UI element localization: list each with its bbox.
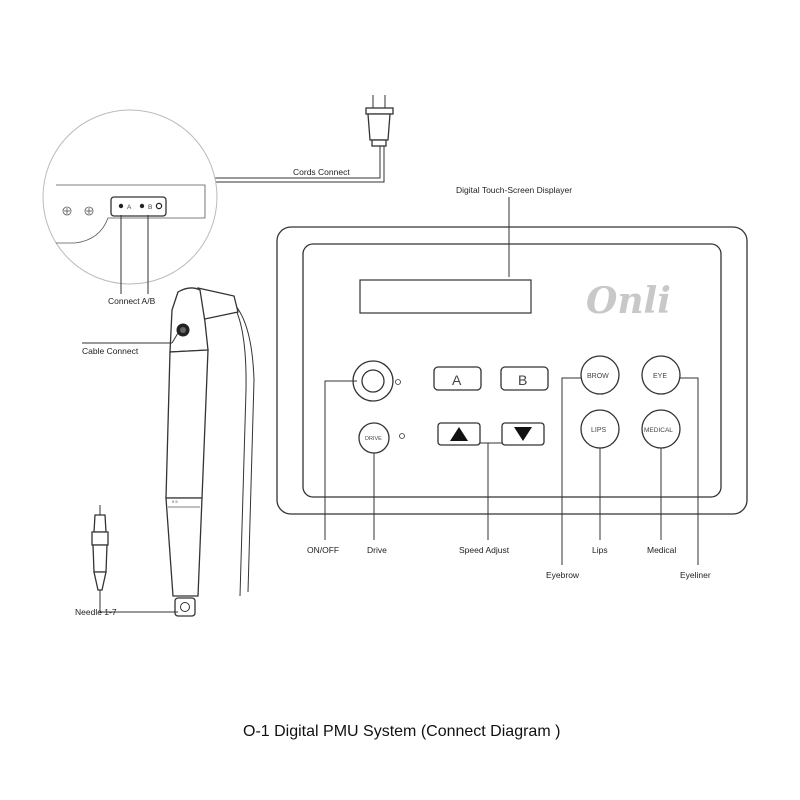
b-button-label: B (518, 372, 527, 388)
power-icon (395, 379, 401, 385)
display-label: Digital Touch-Screen Displayer (456, 185, 572, 195)
speed-down-button[interactable] (501, 422, 545, 446)
cords-connect-label: Cords Connect (293, 167, 350, 177)
drive-label: Drive (367, 545, 387, 555)
plug-icon (365, 95, 394, 147)
rear-port-detail: A B (42, 109, 218, 285)
svg-text:0 5: 0 5 (172, 499, 178, 504)
needle-cartridge (91, 505, 109, 598)
lips-button-label: LIPS (591, 427, 607, 434)
screw-icon (62, 206, 72, 216)
handpiece: 0 5 (165, 287, 255, 617)
a-button[interactable]: A (433, 366, 482, 391)
eyebrow-label: Eyebrow (546, 570, 580, 580)
speed-up-button[interactable] (437, 422, 481, 446)
eye-button[interactable]: EYE (641, 355, 681, 395)
brand-logo: Onli (586, 280, 671, 322)
eye-button-label: EYE (653, 373, 667, 380)
cable-connect-label: Cable Connect (82, 346, 139, 356)
control-panel: Onli DRIVE A B (276, 226, 748, 515)
speed-adjust-label: Speed Adjust (459, 545, 510, 555)
b-button[interactable]: B (500, 366, 549, 391)
lips-label: Lips (592, 545, 608, 555)
medical-button-label: MEDICAL (644, 427, 673, 434)
on-off-label: ON/OFF (307, 545, 339, 555)
diagram-caption: O-1 Digital PMU System (Connect Diagram … (243, 723, 560, 740)
brow-button-label: BROW (587, 373, 609, 380)
display-screen (359, 279, 532, 314)
port-a-label: A (127, 204, 132, 211)
eyeliner-label: Eyeliner (680, 570, 711, 580)
arrow-down-icon (514, 427, 532, 441)
port-b-label: B (148, 204, 152, 211)
drive-button-label: DRIVE (365, 436, 382, 442)
brow-button[interactable]: BROW (580, 355, 620, 395)
connect-ab-label: Connect A/B (108, 296, 156, 306)
medical-label: Medical (647, 545, 676, 555)
drive-indicator-icon (399, 433, 405, 439)
a-button-label: A (452, 372, 462, 388)
screw-icon (84, 206, 94, 216)
medical-button[interactable]: MEDICAL (641, 409, 681, 449)
power-button[interactable] (352, 360, 401, 402)
needle-label: Needle 1-7 (75, 607, 117, 617)
lips-button[interactable]: LIPS (580, 409, 620, 449)
arrow-up-icon (450, 427, 468, 441)
